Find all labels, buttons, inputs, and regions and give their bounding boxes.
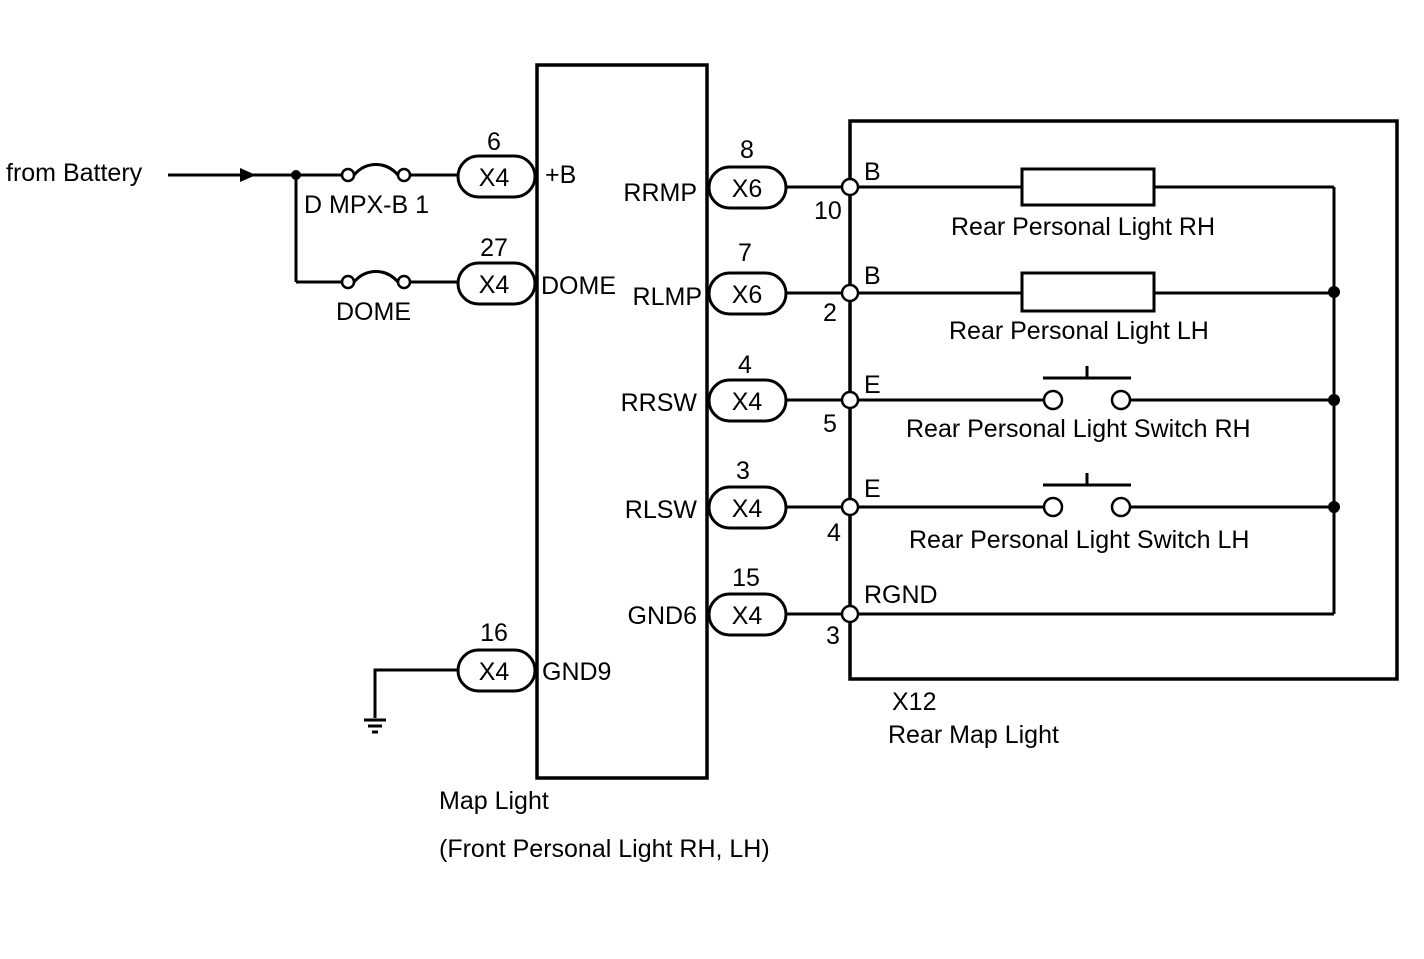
fuse-dome-label: DOME [336,298,411,326]
connector-label: X4 [732,388,763,416]
rear-map-light-connector: X12 [892,688,936,716]
fuse-dmpxb1-label: D MPX-B 1 [304,191,429,219]
terminal-label: E [864,475,881,503]
pin-number: 8 [740,136,754,164]
connector-label: X6 [732,175,763,203]
pin-number: 4 [827,519,841,547]
map-light-pin-6: 6 X4 +B [456,128,576,199]
terminal-icon [840,497,860,517]
map-light-pin-3: RLSW 3 X4 [625,457,788,530]
pin-number: 10 [814,197,842,225]
connector-label: X4 [479,164,510,192]
connector-label: X6 [732,281,763,309]
map-light-pin-8: RRMP 8 X6 [623,136,788,210]
terminal-icon [840,283,860,303]
map-light-box [535,63,709,780]
ground-wire [373,668,458,718]
connector-label: X4 [479,658,510,686]
rear-terminal-2: B 2 Rear Personal Light LH [823,262,1340,345]
rear-map-light-label: Rear Map Light [888,721,1059,749]
component-label: Rear Personal Light Switch RH [906,415,1251,443]
signal-label: GND9 [542,658,611,686]
rear-terminal-10: B 10 Rear Personal Light RH [814,158,1334,241]
fuse-dmpxb1-icon [340,163,412,183]
rear-terminal-5: E 5 Rear Personal Light Switch RH [823,366,1340,443]
component-label: Rear Personal Light Switch LH [909,526,1249,554]
battery-arrow-icon [240,168,256,182]
pin-number: 16 [480,619,508,647]
terminal-label: B [864,262,881,290]
bus-junction [1328,501,1340,513]
component-label: Rear Personal Light LH [949,317,1209,345]
terminal-icon [840,390,860,410]
signal-label: GND6 [628,602,697,630]
pin-number: 2 [823,299,837,327]
map-light-pin-16: 16 X4 GND9 [456,619,611,693]
map-light-pin-7: RLMP 7 X6 [633,239,788,316]
rear-terminal-4: E 4 Rear Personal Light Switch LH [827,473,1340,554]
rear-terminal-3: RGND 3 [826,581,1334,650]
connector-label: X4 [479,271,510,299]
terminal-icon [840,177,860,197]
pin-number: 15 [732,564,760,592]
terminal-label: B [864,158,881,186]
pin-number: 4 [738,351,752,379]
from-battery-label: from Battery [6,159,143,187]
pin-number: 5 [823,410,837,438]
pin-number: 3 [736,457,750,485]
map-light-label: Map Light [439,787,549,815]
map-light-pin-27: 27 X4 DOME [456,234,616,306]
pin-number: 7 [738,239,752,267]
signal-label: RRMP [623,179,697,207]
map-light-pin-4: RRSW 4 X4 [621,351,788,423]
signal-label: RLSW [625,496,698,524]
signal-label: +B [545,161,576,189]
terminal-label: E [864,371,881,399]
connector-label: X4 [732,602,763,630]
connector-label: X4 [732,495,763,523]
connector-x4-icon [456,261,537,306]
bus-junction [1328,394,1340,406]
bus-junction [1328,286,1340,298]
lamp-lh-icon [1020,271,1156,313]
connector-x4-icon [456,154,537,199]
pin-number: 6 [487,128,501,156]
terminal-label: RGND [864,581,938,609]
ground-icon [364,718,386,734]
fuse-dome-icon [340,270,412,290]
component-label: Rear Personal Light RH [951,213,1215,241]
signal-label: RLMP [633,283,702,311]
lamp-rh-icon [1020,167,1156,207]
switch-rh-icon [1042,366,1132,411]
signal-label: DOME [541,272,616,300]
pin-number: 3 [826,622,840,650]
switch-lh-icon [1042,473,1132,518]
map-light-pin-15: GND6 15 X4 [628,564,788,637]
map-light-subtitle: (Front Personal Light RH, LH) [439,835,770,863]
signal-label: RRSW [621,389,698,417]
terminal-icon [840,604,860,624]
pin-number: 27 [480,234,508,262]
